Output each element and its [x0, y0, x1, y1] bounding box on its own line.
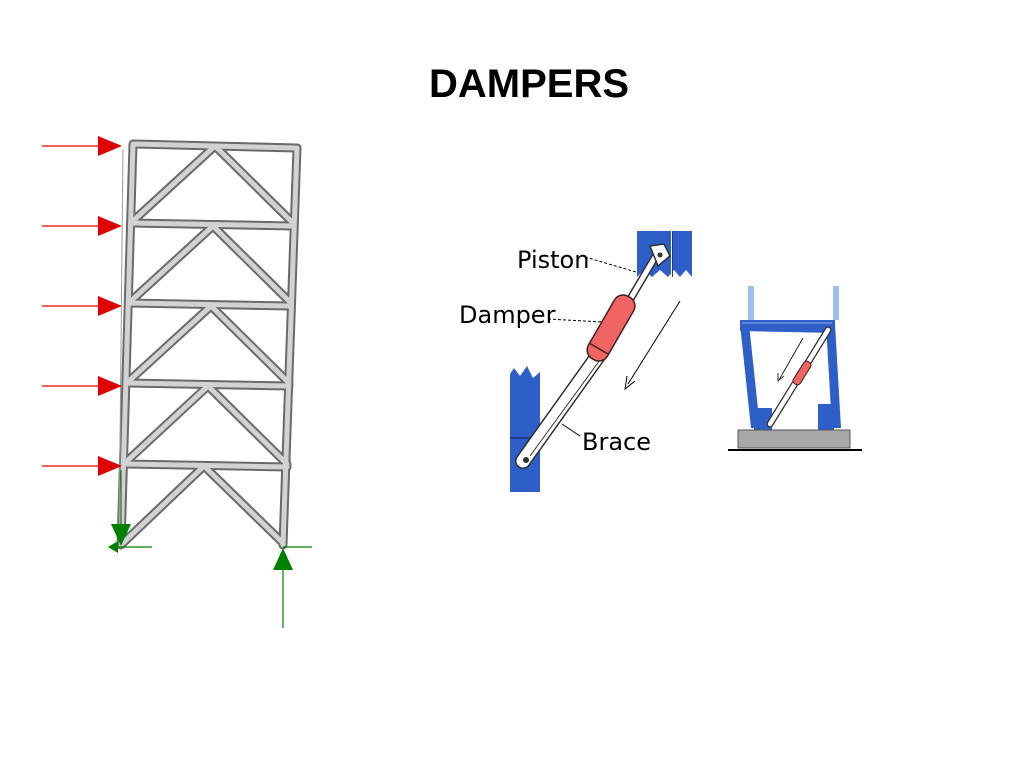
- damper-detail: Piston Damper Brace: [459, 231, 692, 492]
- brace-bar: [515, 348, 606, 469]
- brace-label: Brace: [582, 428, 651, 456]
- piston-leader-line: [584, 256, 637, 273]
- lower-connection: [510, 366, 540, 492]
- small-damped-frame: [728, 286, 862, 451]
- lateral-load-arrows: [42, 136, 122, 476]
- damper-cylinder: [586, 294, 636, 362]
- damper-leader-line: [547, 318, 604, 323]
- brace-leader-line: [561, 423, 581, 437]
- load-arrow-1: [42, 136, 122, 156]
- left-support-reaction: [108, 470, 152, 553]
- support-reactions: [108, 470, 312, 628]
- load-arrow-4: [42, 376, 122, 396]
- braced-frame: [116, 139, 302, 550]
- load-arrow-2: [42, 216, 122, 236]
- slide-title: DAMPERS: [428, 62, 630, 106]
- lower-pin: [523, 457, 529, 463]
- movement-arrow: [624, 300, 681, 391]
- piston-label: Piston: [517, 246, 589, 274]
- piston-rod: [624, 243, 671, 307]
- damper-label: Damper: [459, 301, 556, 329]
- right-support-reaction: [273, 546, 312, 628]
- load-arrow-5: [42, 456, 122, 476]
- undeformed-column-line: [118, 149, 124, 546]
- frame-members-fill: [118, 141, 300, 548]
- load-arrow-3: [42, 296, 122, 316]
